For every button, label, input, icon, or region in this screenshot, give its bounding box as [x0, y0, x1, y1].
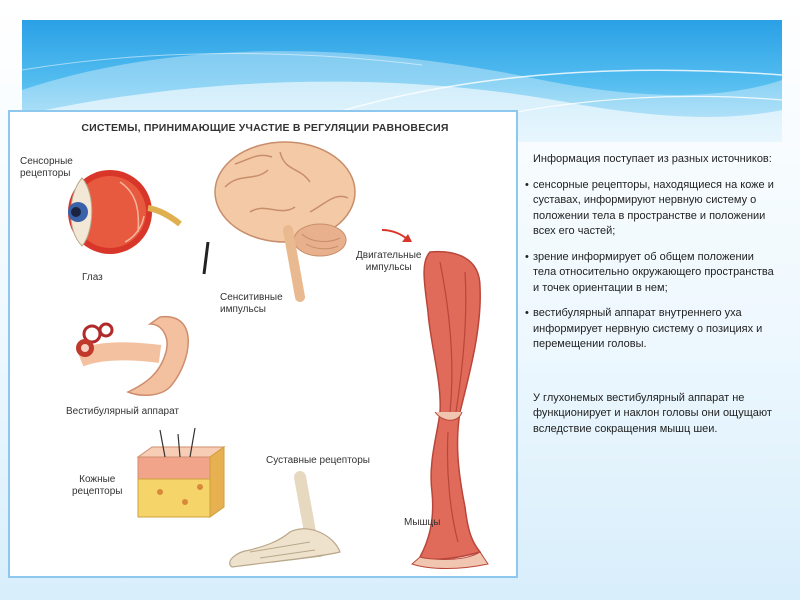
eye-illustration	[68, 170, 182, 254]
label-joint-receptors: Суставные рецепторы	[266, 455, 370, 466]
intro-text: Информация поступает из разных источнико…	[533, 153, 772, 165]
ear-illustration	[76, 316, 189, 397]
diagram-illustration	[68, 141, 489, 569]
brain-illustration	[214, 141, 356, 302]
bullet-text: вестибулярный аппарат внутреннего уха ин…	[533, 307, 763, 350]
bullet-text: зрение информирует об общем положении те…	[533, 250, 774, 294]
bullet-marker: •	[525, 178, 529, 191]
label-eye: Глаз	[82, 272, 103, 283]
diagram-title: СИСТЕМЫ, ПРИНИМАЮЩИЕ УЧАСТИЕ В РЕГУЛЯЦИИ…	[81, 122, 449, 134]
leg-illustration	[411, 250, 489, 569]
foot-illustration	[229, 471, 341, 568]
motor-arrow	[381, 229, 412, 242]
bullet-item: • сенсорные рецепторы, находящиеся на ко…	[525, 178, 780, 240]
label-sensitive-impulses: Сенситивные импульсы	[220, 292, 283, 315]
diagram-panel: СИСТЕМЫ, ПРИНИМАЮЩИЕ УЧАСТИЕ В РЕГУЛЯЦИИ…	[8, 110, 518, 578]
label-sensory-receptors: Сенсорные рецепторы	[20, 156, 73, 179]
bullet-item: • зрение информирует об общем положении …	[525, 250, 780, 297]
bullet-marker: •	[525, 307, 529, 319]
label-vestibular: Вестибулярный аппарат	[66, 406, 180, 417]
label-muscles: Мышцы	[404, 517, 441, 528]
text-column: Информация поступает из разных источнико…	[525, 152, 780, 447]
bullet-item: • вестибулярный аппарат внутреннего уха …	[525, 306, 780, 353]
bullet-marker: •	[525, 250, 529, 263]
note-text: У глухонемых вестибулярный аппарат не фу…	[533, 391, 772, 435]
bullet-text: сенсорные рецепторы, находящиеся на коже…	[533, 178, 774, 238]
stray-mark	[202, 241, 210, 275]
label-motor-impulses: Двигательные импульсы	[356, 250, 422, 273]
label-skin-receptors: Кожные рецепторы	[72, 474, 123, 497]
skin-illustration	[136, 427, 226, 518]
